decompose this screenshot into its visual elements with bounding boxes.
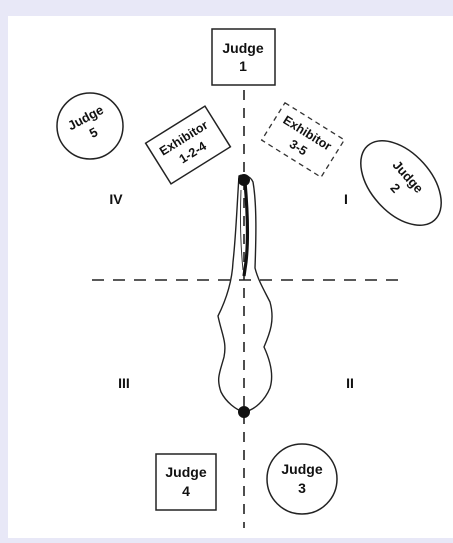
specimen-outline (217, 174, 273, 413)
quadrant-i-label: I (344, 191, 348, 207)
judge-3-marker: Judge 3 (266, 443, 338, 515)
judge-2-marker: Judge 2 (360, 140, 442, 226)
quadrant-iv-label: IV (109, 191, 123, 207)
judge-1-marker: Judge 1 (211, 28, 276, 86)
specimen-inner-line (239, 189, 244, 271)
specimen-spine-mark (242, 181, 250, 277)
top-margin (8, 0, 453, 16)
exhibitor-1-2-4-marker: Exhibitor 1-2-4 (144, 105, 232, 185)
quadrant-ii-label: II (346, 375, 354, 391)
judge-5-marker: Judge 5 (56, 92, 124, 160)
judge-4-number: 4 (182, 483, 190, 499)
judge-1-label: Judge (222, 40, 263, 56)
tail-dot (238, 406, 250, 418)
judge-1-number: 1 (239, 58, 247, 74)
judge-3-label: Judge (281, 461, 322, 477)
judge-3-number: 3 (298, 480, 306, 496)
head-dot (238, 174, 250, 186)
quadrant-iii-label: III (118, 375, 130, 391)
paper-background (8, 16, 453, 538)
judge-4-label: Judge (165, 464, 206, 480)
judge-4-marker: Judge 4 (155, 453, 217, 511)
